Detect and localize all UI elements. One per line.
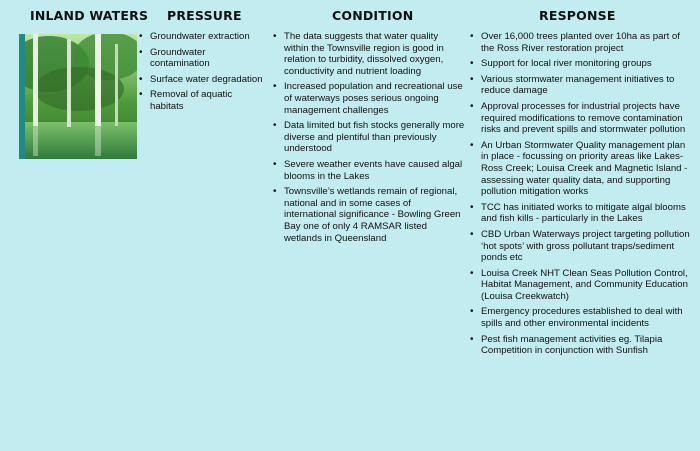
- list-item: Townsville’s wetlands remain of regional…: [273, 186, 465, 244]
- list-item: Surface water degradation: [139, 74, 267, 86]
- list-item: Support for local river monitoring group…: [470, 58, 692, 70]
- wetland-photo: [19, 34, 137, 159]
- list-item: TCC has initiated works to mitigate alga…: [470, 202, 692, 225]
- list-item: CBD Urban Waterways project targeting po…: [470, 229, 692, 264]
- list-item: The data suggests that water quality wit…: [273, 31, 465, 77]
- list-item: Approval processes for industrial projec…: [470, 101, 692, 136]
- list-item: Louisa Creek NHT Clean Seas Pollution Co…: [470, 268, 692, 303]
- condition-heading: CONDITION: [332, 8, 414, 23]
- list-item: Increased population and recreational us…: [273, 81, 465, 116]
- list-item: Groundwater extraction: [139, 31, 267, 43]
- list-item: Groundwater contamination: [139, 47, 267, 70]
- inland-waters-heading: INLAND WATERS: [30, 8, 149, 23]
- response-heading: RESPONSE: [539, 8, 616, 23]
- pressure-heading: PRESSURE: [167, 8, 242, 23]
- condition-list: The data suggests that water quality wit…: [273, 31, 465, 248]
- list-item: Data limited but fish stocks generally m…: [273, 120, 465, 155]
- list-item: Various stormwater management initiative…: [470, 74, 692, 97]
- list-item: Severe weather events have caused algal …: [273, 159, 465, 182]
- list-item: Over 16,000 trees planted over 10ha as p…: [470, 31, 692, 54]
- list-item: Pest fish management activities eg. Tila…: [470, 334, 692, 357]
- pressure-list: Groundwater extraction Groundwater conta…: [139, 31, 267, 117]
- response-list: Over 16,000 trees planted over 10ha as p…: [470, 31, 692, 361]
- list-item: Emergency procedures established to deal…: [470, 306, 692, 329]
- list-item: Removal of aquatic habitats: [139, 89, 267, 112]
- list-item: An Urban Stormwater Quality management p…: [470, 140, 692, 198]
